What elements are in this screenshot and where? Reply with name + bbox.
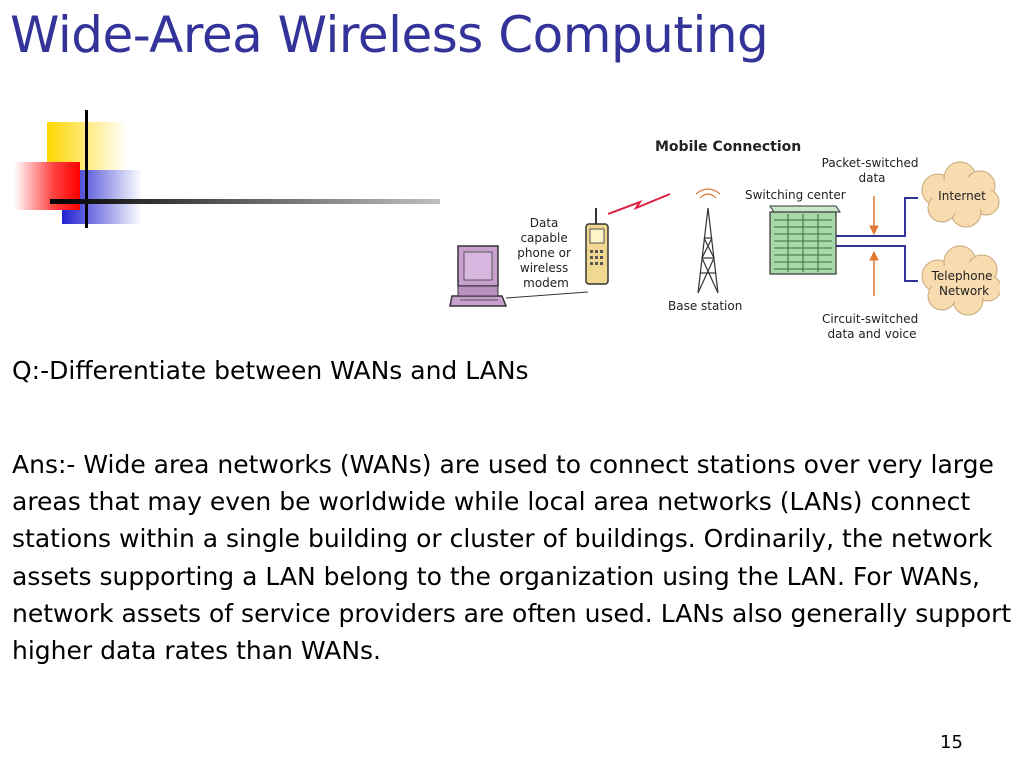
switching-center-label: Switching center bbox=[745, 188, 846, 202]
deco-vertical-line bbox=[85, 110, 88, 228]
packet-arrow-icon bbox=[869, 196, 879, 236]
base-station-tower-icon bbox=[695, 188, 721, 294]
internet-label: Internet bbox=[938, 189, 986, 203]
answer-text: Ans:- Wide area networks (WANs) are used… bbox=[12, 450, 1012, 666]
network-lines bbox=[836, 197, 918, 282]
laptop-icon bbox=[449, 245, 508, 307]
device-label: Data capable phone or wireless modem bbox=[517, 216, 574, 290]
diagram-heading: Mobile Connection bbox=[655, 139, 801, 155]
internet-cloud-icon bbox=[921, 161, 1000, 228]
packet-label: Packet-switched data bbox=[822, 156, 923, 185]
wireless-signal-bolt bbox=[607, 193, 671, 215]
telephone-label: Telephone Network bbox=[931, 269, 997, 298]
slide-title: Wide-Area Wireless Computing bbox=[10, 6, 769, 64]
phone-icon bbox=[585, 208, 609, 285]
circuit-arrow-icon bbox=[869, 250, 879, 296]
mobile-connection-diagram: Mobile Connection Data capable phone or … bbox=[449, 139, 1000, 341]
decorative-corner-graphic bbox=[14, 110, 440, 228]
switching-center-icon bbox=[769, 205, 841, 275]
laptop-phone-cable bbox=[505, 291, 589, 299]
deco-horizontal-line bbox=[50, 199, 440, 204]
question-text: Q:-Differentiate between WANs and LANs bbox=[12, 356, 529, 385]
telephone-cloud-icon bbox=[921, 245, 1000, 316]
base-station-label: Base station bbox=[668, 299, 742, 313]
page-number: 15 bbox=[940, 732, 963, 753]
circuit-label: Circuit-switched data and voice bbox=[822, 312, 922, 341]
